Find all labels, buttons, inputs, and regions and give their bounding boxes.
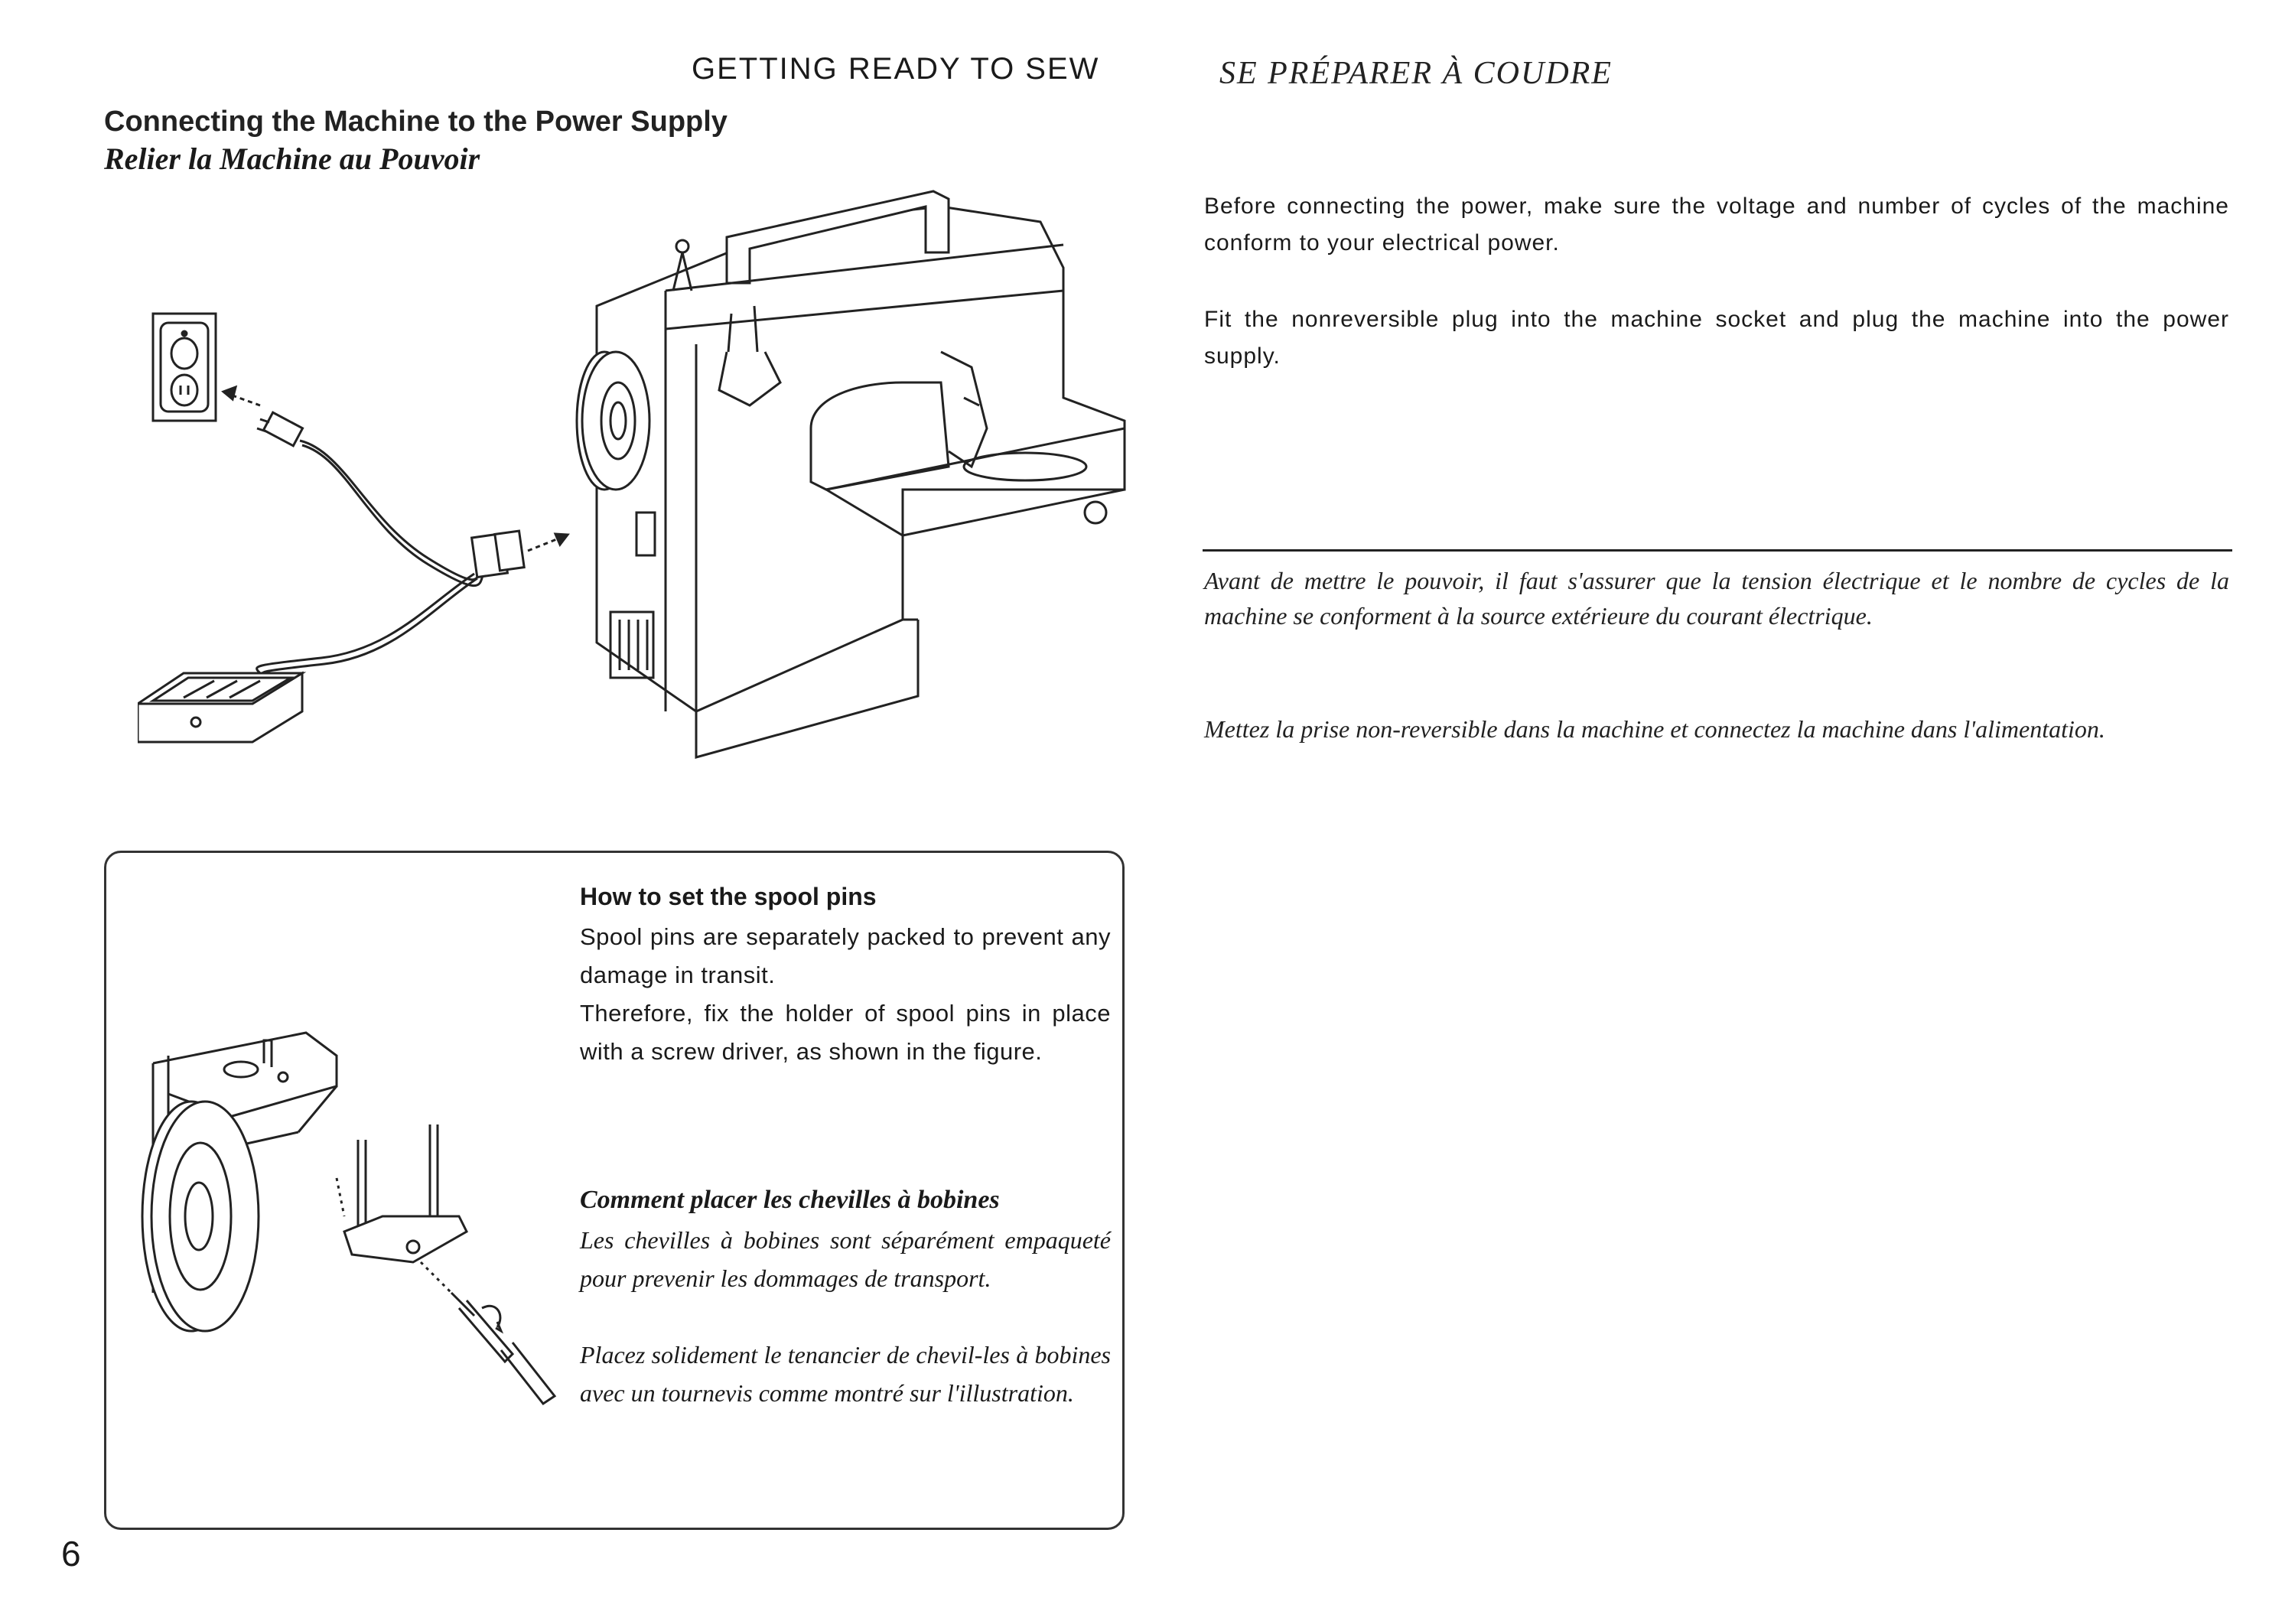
spool-body-en-2: Therefore, fix the holder of spool pins … xyxy=(580,1000,1111,1065)
sewing-machine-illustration xyxy=(575,190,1126,759)
power-plug-icon xyxy=(256,411,304,447)
spool-pin-holder-illustration xyxy=(141,1031,557,1406)
section-title-en: Connecting the Machine to the Power Supp… xyxy=(104,106,728,138)
instruction-fr-2: Mettez la prise non-reversible dans la m… xyxy=(1204,715,2105,743)
section-divider xyxy=(1203,549,2232,552)
spool-title-fr: Comment placer les chevilles à bobines xyxy=(580,1186,1000,1214)
spool-body-fr-1: Les chevilles à bobines sont séparément … xyxy=(580,1226,1111,1292)
instruction-fr-1: Avant de mettre le pouvoir, il faut s'as… xyxy=(1204,567,2229,630)
wall-outlet-icon xyxy=(151,312,217,422)
section-title-fr: Relier la Machine au Pouvoir xyxy=(104,142,480,176)
power-connection-illustration xyxy=(138,190,1126,759)
header-title-fr: SE PRÉPARER À COUDRE xyxy=(1219,56,1613,91)
spool-title-en: How to set the spool pins xyxy=(580,883,877,910)
instruction-en-1: Before connecting the power, make sure t… xyxy=(1204,194,2229,255)
header-title-en: GETTING READY TO SEW xyxy=(692,52,1100,86)
instruction-en-2: Fit the nonreversible plug into the mach… xyxy=(1204,307,2229,369)
spool-body-en-1: Spool pins are separately packed to prev… xyxy=(580,923,1111,988)
spool-body-fr-2: Placez solidement le tenancier de chevil… xyxy=(580,1341,1111,1407)
page-number: 6 xyxy=(61,1534,81,1574)
foot-pedal-icon xyxy=(138,671,307,744)
spool-pins-box xyxy=(104,851,1125,1530)
